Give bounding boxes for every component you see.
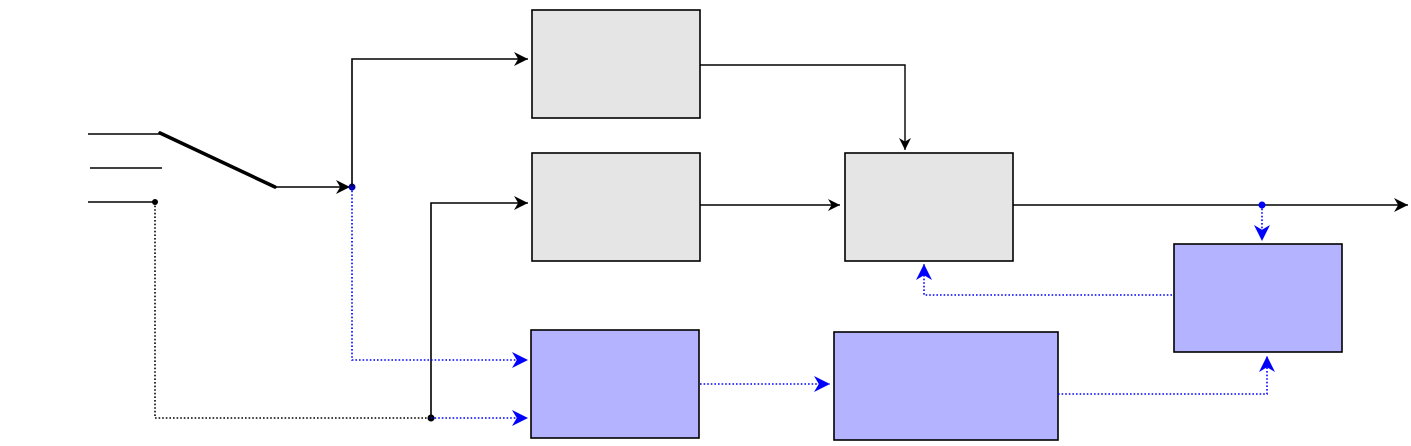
- adaptive-block-right: [1173, 243, 1343, 353]
- top-block: [531, 9, 701, 119]
- switch-blade: [158, 131, 277, 189]
- middle-block: [531, 152, 701, 262]
- adaptive-wire-upper: [351, 187, 528, 368]
- adaptive-block-left: [530, 329, 700, 439]
- adaptive-center-to-right-wire: [1058, 356, 1275, 395]
- top-block-output-wire: [700, 64, 911, 150]
- adaptive-update-wire: [916, 264, 1172, 296]
- wire-to-top-block: [351, 52, 528, 187]
- adaptive-block-center: [833, 331, 1059, 441]
- summing-block: [844, 152, 1014, 262]
- wire-to-middle-block: [430, 196, 528, 418]
- dotted-input-wire: [154, 202, 430, 419]
